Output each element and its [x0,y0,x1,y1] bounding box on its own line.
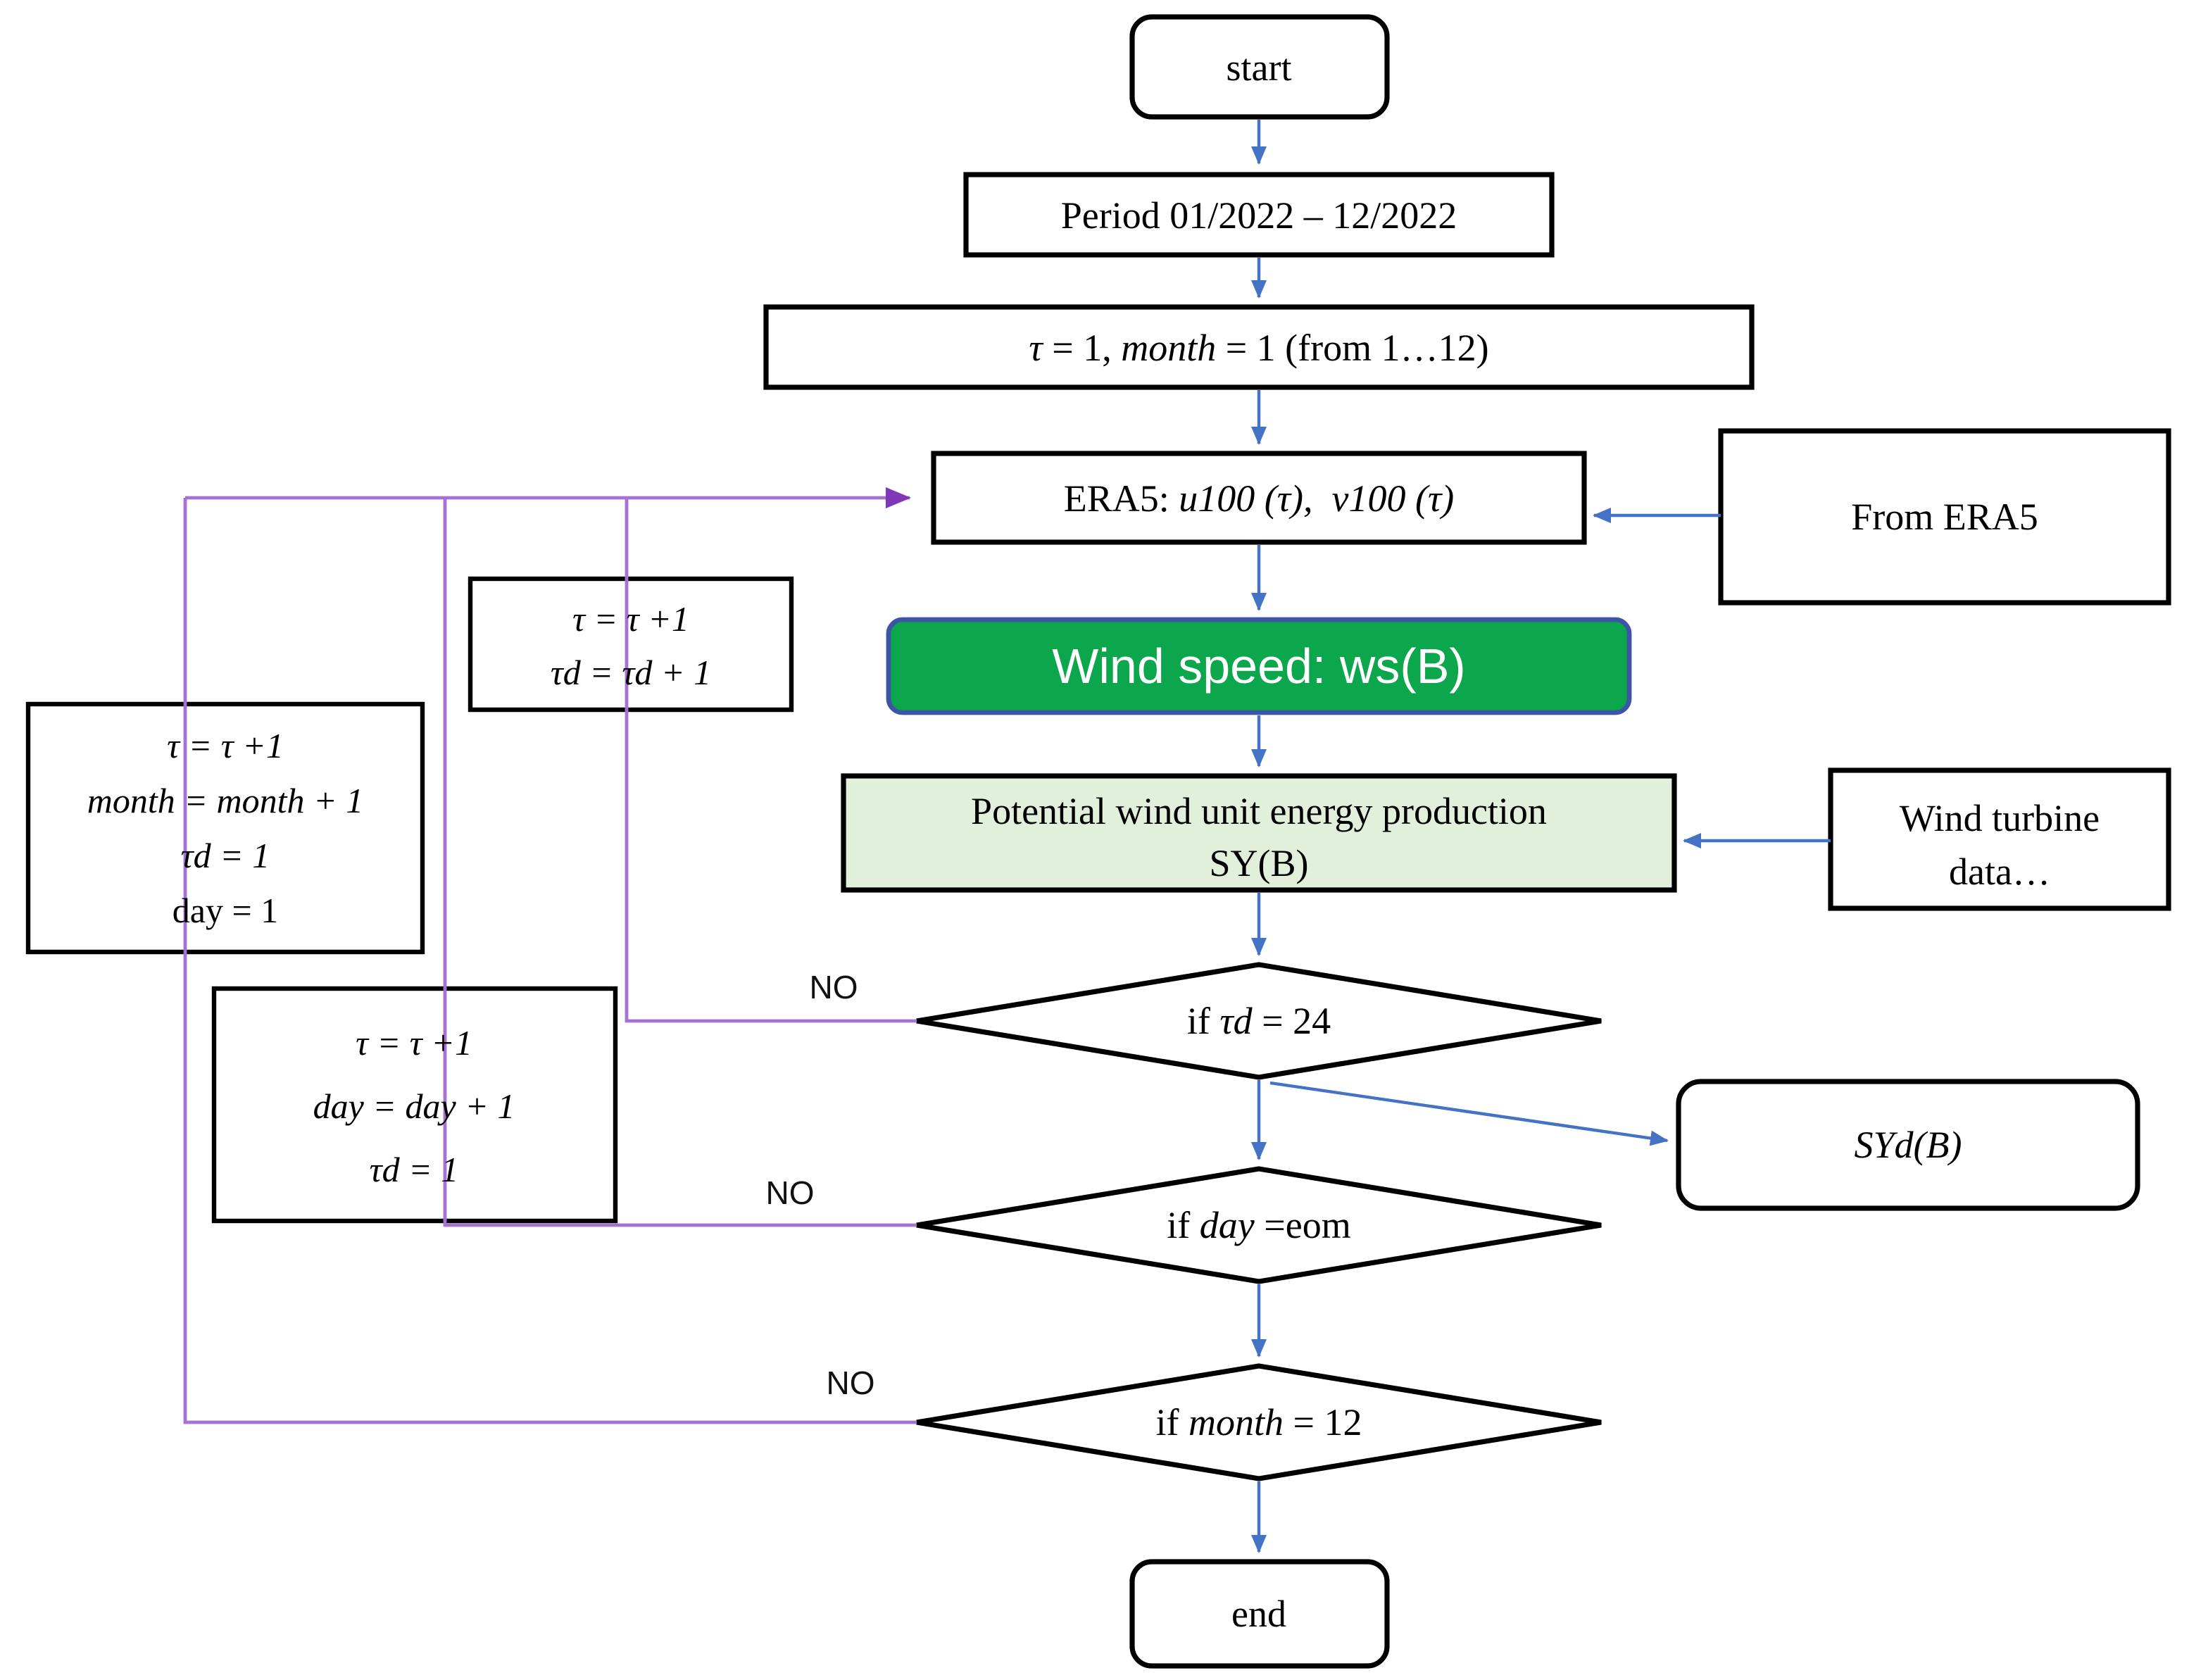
init-label: τ = 1, month = 1 (from 1…12) [1029,327,1488,369]
inc-hour-line1: τ = τ +1 [572,599,689,639]
if-day-var: day [1200,1204,1255,1246]
if-tau-d-var: τd [1219,1000,1253,1042]
potential-line2: SY(B) [1209,842,1308,884]
if-month-prefix: if [1156,1401,1189,1443]
inc-month-line1: τ = τ +1 [167,726,284,765]
if-day-prefix: if [1167,1204,1200,1246]
no-label-day: NO [766,1174,815,1211]
potential-node [841,773,1677,893]
from-era5-label: From ERA5 [1851,496,2038,538]
inc-hour-line2: τd = τd + 1 [551,653,711,692]
inc-month-node [25,701,425,955]
era5-prefix: ERA5: [1064,477,1179,520]
inc-month-line3: τd = 1 [181,836,270,875]
wind-turbine-line2: data… [1949,851,2050,893]
if-month-label: if month = 12 [1156,1401,1362,1443]
era5-node [931,451,1587,545]
start-label: start [1227,46,1292,89]
inc-day-line2: day = day + 1 [313,1086,515,1126]
no-label-month: NO [827,1365,875,1401]
init-var-month: month [1121,327,1216,369]
if-month-var: month [1188,1401,1284,1443]
init-var-tau: τ [1029,327,1043,369]
no-label-tau-d: NO [810,969,858,1005]
if-tau-d-prefix: if [1187,1000,1220,1042]
init-node [763,304,1755,390]
from-era5-node [1718,428,2171,606]
if-day-suffix: =eom [1255,1204,1351,1246]
end-label: end [1231,1593,1286,1635]
if-day-diamond [916,1166,1602,1284]
init-eq2: = 1 (from 1…12) [1216,327,1488,369]
if-month-diamond [916,1363,1602,1481]
inc-day-node [211,986,618,1224]
loop-line-day [443,498,917,1227]
inc-day-line3: τd = 1 [370,1150,459,1189]
wind-turbine-line1: Wind turbine [1900,797,2100,839]
period-node [963,172,1555,258]
if-tau-d-diamond [916,962,1602,1080]
if-tau-d-suffix: = 24 [1253,1000,1331,1042]
loop-line-hour [625,498,917,1023]
inc-month-line4: day = 1 [172,891,278,930]
wind-speed-label: Wind speed: ws(B) [1052,639,1465,694]
init-eq1: = 1, [1043,327,1121,369]
syd-label: SYd(B) [1855,1124,1962,1166]
end-node [1129,1559,1390,1669]
wind-turbine-node [1828,767,2171,911]
if-tau-d-label: if τd = 24 [1187,1000,1331,1042]
inc-month-line2: month = month + 1 [87,781,363,820]
syd-node [1676,1079,2140,1211]
inc-hour-node [468,576,794,713]
period-label: Period 01/2022 – 12/2022 [1061,194,1457,237]
era5-vars: u100 (τ), v100 (τ) [1179,477,1454,520]
inc-day-line1: τ = τ +1 [356,1023,472,1062]
if-day-label: if day =eom [1167,1204,1350,1246]
potential-line1: Potential wind unit energy production [971,790,1547,832]
wind-speed-node [886,617,1632,715]
era5-label: ERA5: u100 (τ), v100 (τ) [1064,477,1455,520]
arrow-iftaud-syd [1269,1081,1669,1146]
start-node [1129,14,1390,120]
if-month-suffix: = 12 [1284,1401,1362,1443]
loop-line-month [183,498,917,1424]
